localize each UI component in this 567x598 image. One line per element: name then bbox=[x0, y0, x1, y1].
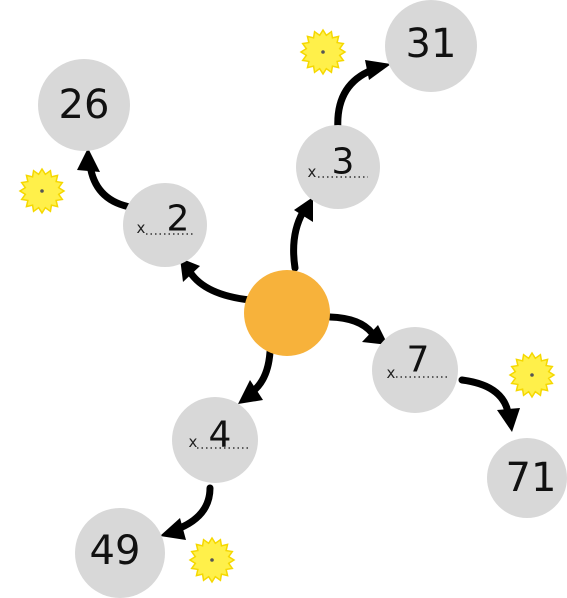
arrow-x4-to-49 bbox=[176, 484, 214, 532]
multiplier-sign: x bbox=[308, 163, 317, 181]
arrow-head-x7 bbox=[362, 325, 388, 345]
sun-center-dot bbox=[321, 50, 325, 54]
sun-center-dot bbox=[530, 373, 534, 377]
arrow-x7-to-71 bbox=[458, 376, 512, 416]
result-node-26: 26 bbox=[38, 59, 130, 151]
result-value: 26 bbox=[59, 82, 110, 128]
multiplier-sign: x bbox=[189, 433, 198, 451]
result-value: 31 bbox=[406, 21, 457, 67]
multiplier-node-x2: x 2 bbox=[123, 183, 207, 267]
arrow-x3-to-31 bbox=[334, 66, 376, 134]
arrow-center-to-x7 bbox=[326, 313, 376, 337]
result-node-71: 71 bbox=[487, 438, 567, 518]
arrow-head-26 bbox=[77, 148, 100, 172]
arrow-head-x3 bbox=[294, 197, 313, 222]
result-node-49: 49 bbox=[75, 508, 165, 598]
multiplier-sign: x bbox=[137, 219, 146, 237]
arrow-center-to-x4 bbox=[248, 348, 274, 396]
multiplier-value: 7 bbox=[407, 340, 430, 381]
arrow-head-31 bbox=[365, 60, 391, 80]
sun-center-dot bbox=[210, 558, 214, 562]
result-value: 49 bbox=[90, 528, 141, 574]
multiplier-node-x7: x 7 bbox=[372, 327, 458, 413]
sun-icon bbox=[508, 351, 556, 399]
arrow-head-x2 bbox=[180, 258, 200, 282]
arrow-head-x4 bbox=[238, 380, 263, 404]
arrow-head-71 bbox=[497, 408, 520, 432]
multiplier-node-x4: x 4 bbox=[172, 397, 258, 483]
sun-icon bbox=[299, 28, 347, 76]
multiplier-value: 3 bbox=[332, 142, 355, 183]
center-circle bbox=[244, 270, 330, 356]
multiplier-value: 2 bbox=[167, 199, 190, 240]
sun-icon bbox=[18, 167, 66, 215]
sun-center-dot bbox=[40, 189, 44, 193]
arrow-center-to-x3 bbox=[290, 208, 307, 272]
arrow-center-to-x2 bbox=[186, 268, 254, 304]
multiplier-node-x3: x 3 bbox=[296, 125, 380, 209]
sun-icon bbox=[188, 536, 236, 584]
multiplier-value: 4 bbox=[209, 415, 232, 456]
arrows bbox=[77, 60, 520, 540]
arrow-head-49 bbox=[160, 518, 186, 540]
multiplier-sign: x bbox=[387, 364, 396, 382]
result-node-31: 31 bbox=[385, 0, 477, 92]
result-value: 71 bbox=[506, 455, 557, 501]
